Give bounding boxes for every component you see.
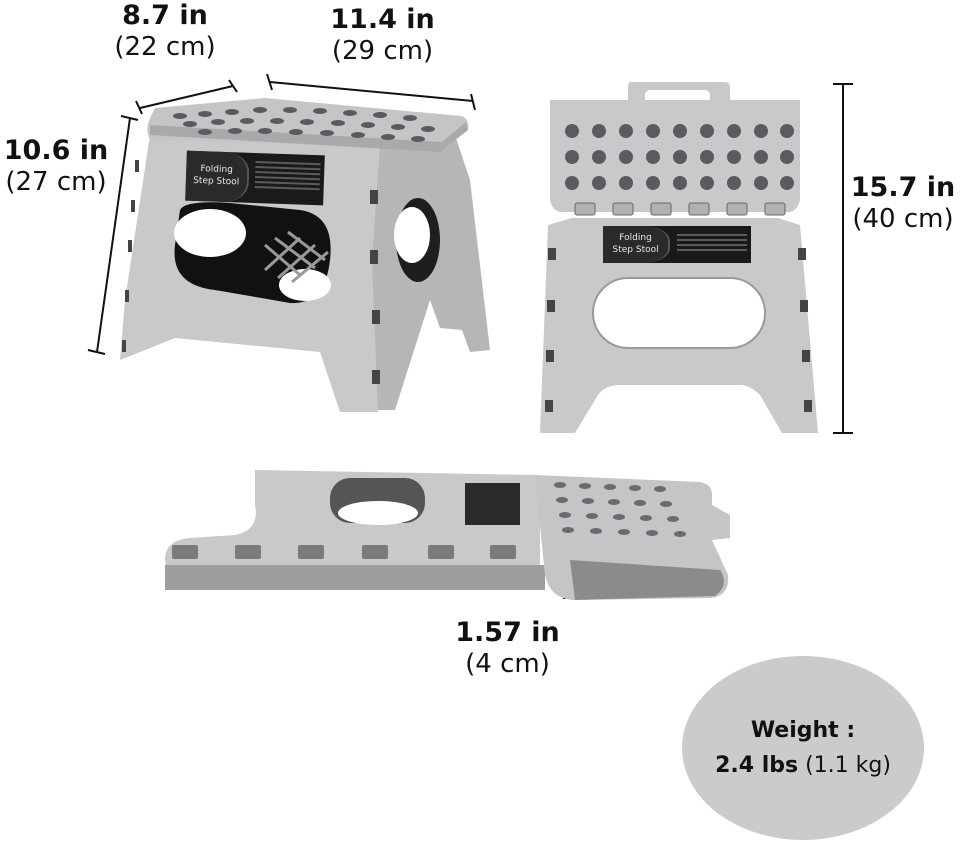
product-label-perspective: Folding Step Stool <box>185 150 325 206</box>
brand-mark: Folding Step Stool <box>603 226 671 263</box>
dimension-unfolded-height: 15.7 in (40 cm) <box>850 172 956 234</box>
dimension-depth: 8.7 in (22 cm) <box>114 0 216 62</box>
stool-open-perspective <box>120 98 490 412</box>
top-dots <box>173 107 435 142</box>
dimension-folded-thickness: 1.57 in (4 cm) <box>455 617 560 679</box>
weight-value: 2.4 lbs (1.1 kg) <box>715 753 891 778</box>
stool-folded <box>165 470 730 600</box>
dimension-width: 11.4 in (29 cm) <box>330 4 435 66</box>
weight-badge: Weight : 2.4 lbs (1.1 kg) <box>682 656 924 840</box>
product-label-front: Folding Step Stool <box>603 226 751 263</box>
dimension-height: 10.6 in (27 cm) <box>3 135 109 197</box>
stool-unfolded-front <box>540 82 818 433</box>
weight-title: Weight : <box>750 717 856 743</box>
unfolded-dots <box>565 124 794 190</box>
brand-mark: Folding Step Stool <box>185 150 250 203</box>
